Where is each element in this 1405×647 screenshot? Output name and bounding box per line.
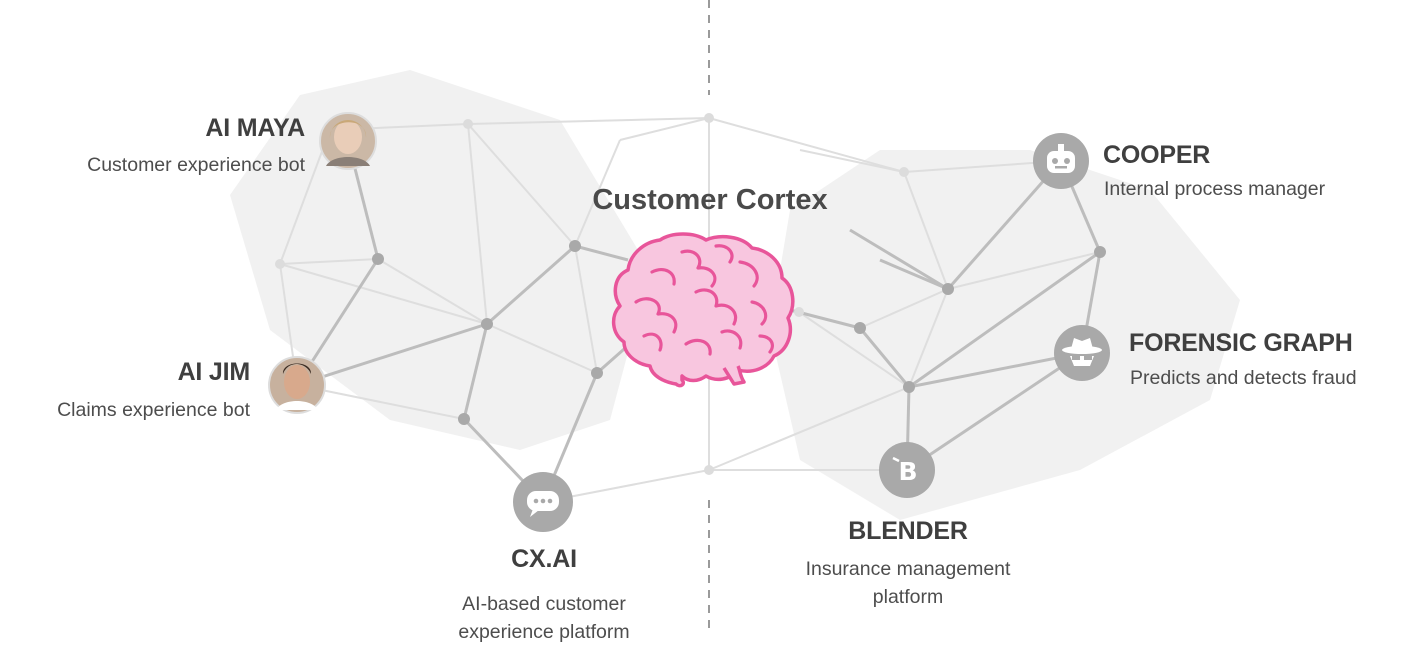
network-node [903,381,915,393]
network-node [481,318,493,330]
network-edge [908,250,1101,389]
network-edge-light [947,251,1101,290]
network-node [372,253,384,265]
network-edge [849,228,949,291]
description-line: platform [872,586,944,608]
agent-name: AI MAYA [205,114,305,142]
agent-description: AI-based customer experience platform [424,590,664,646]
agent-forensic-graph[interactable]: FORENSIC GRAPH [1129,329,1353,358]
network-node [569,240,581,252]
background-shape-right [770,150,1240,520]
svg-text:B: B [898,457,917,486]
network-node [463,119,473,129]
network-node [704,465,714,475]
network-edge [908,351,1083,389]
network-edge [462,323,489,420]
agent-ai-jim[interactable]: AI JIM [177,358,251,387]
agent-cooper[interactable]: COOPER [1103,141,1210,170]
agent-description: Claims experience bot [57,399,250,421]
blender-logo-icon[interactable]: B [879,442,935,498]
description-line: Insurance management [805,558,1011,580]
network-edge [486,244,576,326]
network-edge-light [574,139,621,247]
network-edge-light [708,117,905,173]
network-edge-light [467,123,576,247]
network-nodes [275,113,1106,475]
network-node [704,113,714,123]
agent-name: AI JIM [177,358,251,386]
network-edge [906,351,1083,472]
description-line: AI-based customer [462,593,626,615]
network-edge-light [279,258,379,265]
agent-name: FORENSIC GRAPH [1129,329,1353,357]
network-edge-light [859,288,949,329]
network-node [1094,246,1106,258]
network-node [899,167,909,177]
brain-icon [611,232,795,388]
agent-name: BLENDER [848,517,968,545]
agent-name: CX.AI [511,545,577,573]
agent-description: Insurance management platform [778,555,1038,611]
agent-description: Customer experience bot [87,154,305,176]
network-lines [279,117,1102,504]
network-node [854,322,866,334]
agent-ai-maya[interactable]: AI MAYA [205,114,305,143]
network-edge-light [903,171,949,290]
network-edge [879,258,949,291]
agent-name: COOPER [1103,141,1211,169]
network-edge [946,160,1063,290]
network-edge [296,322,488,387]
description-line: experience platform [458,621,630,643]
network-edge-light [708,386,910,471]
network-node [591,367,603,379]
network-edge [858,327,911,388]
network-edge-light [467,123,488,325]
network-edge-light [619,117,710,141]
agent-description: Internal process manager [1104,178,1326,200]
network-node [458,413,470,425]
chat-bubble-icon[interactable] [513,472,573,532]
network-edge-light [486,323,598,374]
agent-description: Predicts and detects fraud [1130,367,1357,389]
network-node [942,283,954,295]
network-edge-light [799,149,905,173]
agent-cx-ai[interactable]: CX.AI [444,545,644,574]
page-title: Customer Cortex [592,184,828,216]
network-edge-light [279,263,488,325]
network-edge-light [574,245,598,374]
network-edge-light [467,117,710,125]
network-node [794,307,804,317]
network-edge-light [798,311,910,388]
avatar[interactable] [268,356,326,414]
avatar[interactable] [319,112,377,170]
network-edge [574,244,629,262]
network-edge-light [377,258,488,325]
network-node [275,259,285,269]
spy-icon[interactable] [1054,325,1110,381]
robot-icon[interactable] [1033,133,1089,189]
agent-blender[interactable]: BLENDER [808,517,1008,546]
network-edge-light [908,288,949,388]
